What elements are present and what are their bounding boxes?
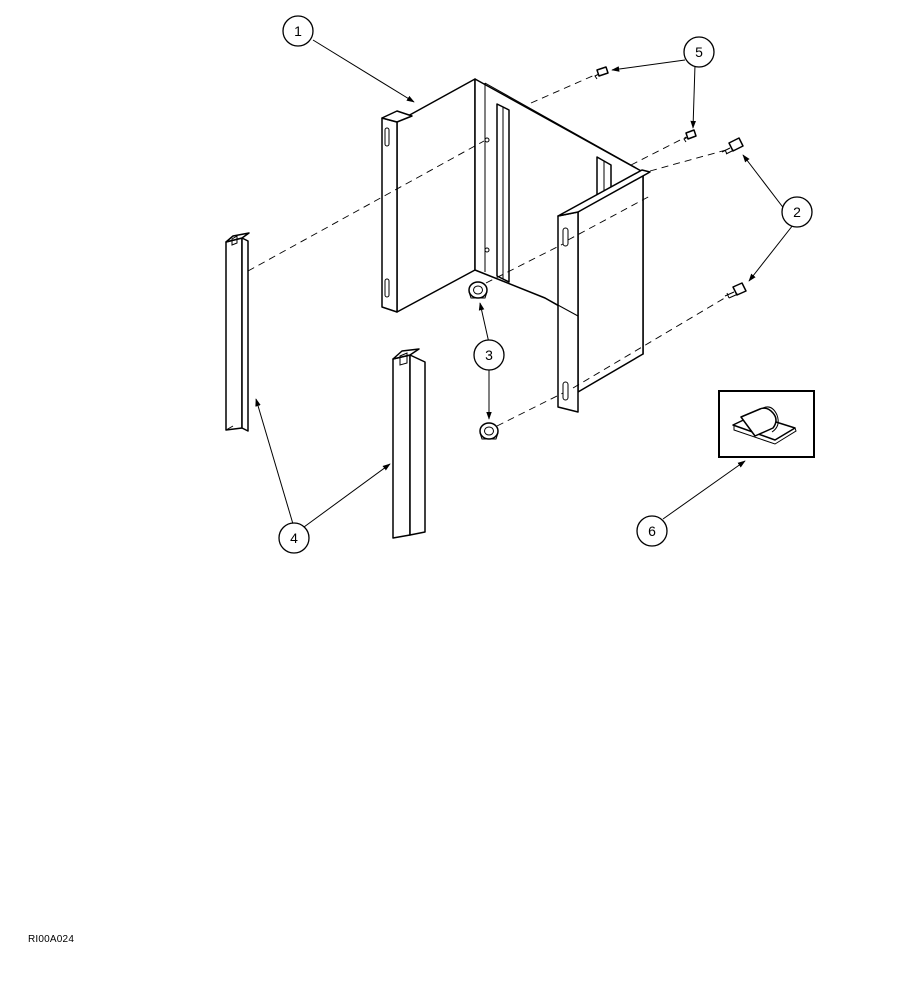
rubber-strip-right-part-4	[392, 348, 426, 539]
nut-upper-part-3	[468, 281, 488, 299]
callout-3: 3	[473, 339, 505, 371]
callout-4-label: 4	[290, 530, 298, 546]
callout-5: 5	[683, 36, 715, 68]
callout-4: 4	[278, 522, 310, 554]
rubber-strip-left-part-4	[225, 232, 250, 432]
callout-3-label: 3	[485, 347, 493, 363]
screw-upper-part-5	[594, 66, 609, 80]
bolt-upper-part-2	[721, 137, 744, 155]
callout-6-label: 6	[648, 523, 656, 539]
screw-lower-part-5	[683, 129, 697, 143]
callout-6: 6	[636, 515, 668, 547]
bolt-lower-part-2	[724, 282, 747, 299]
callout-2-label: 2	[793, 204, 801, 220]
alignment-lines	[247, 73, 729, 427]
bracket-part-1	[381, 78, 651, 413]
leader-lines	[255, 39, 794, 528]
nut-lower-part-3	[479, 422, 499, 440]
kit-inset-part-6	[718, 390, 815, 458]
callout-1-label: 1	[294, 23, 302, 39]
callout-2: 2	[781, 196, 813, 228]
callout-5-label: 5	[695, 44, 703, 60]
callout-1: 1	[282, 15, 314, 47]
drawing-reference-code: RI00A024	[28, 934, 75, 945]
